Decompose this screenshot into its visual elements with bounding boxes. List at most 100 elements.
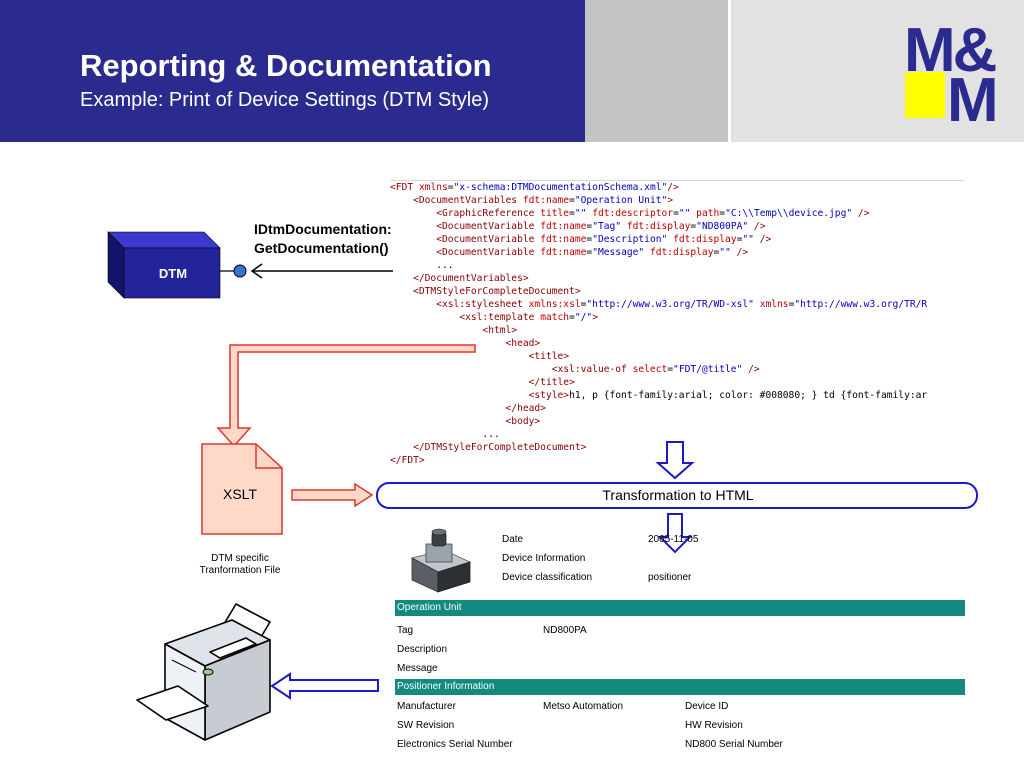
xslt-feed-arrow [216,344,476,448]
report-label-classification: Device classification [502,572,593,583]
code-token: fdt:display [673,234,737,245]
transformation-label: Transformation to HTML [602,487,754,503]
code-token: > [667,195,674,206]
code-token: <style> [528,390,570,401]
code-token [390,208,436,219]
report-label-device-id: Device ID [685,701,729,712]
code-token [390,221,436,232]
report-label-manufacturer: Manufacturer [397,701,456,712]
code-token [390,403,506,414]
code-token: fdt:name [540,247,587,258]
code-line: <FDT xmlns="x-schema:DTMDocumentationSch… [390,181,965,194]
device-photo [404,524,476,596]
code-line: </DocumentVariables> [390,272,965,285]
dtm-label: DTM [158,266,188,281]
report-value-tag: ND800PA [543,625,587,636]
code-token: = [569,195,575,206]
code-token: /> [852,208,870,219]
code-token: = [569,208,575,219]
code-token: <GraphicReference [436,208,541,219]
code-token: = [586,221,593,232]
report-label-electronics-serial: Electronics Serial Number [397,739,513,748]
code-token: "FDT/@title" [673,364,743,375]
header-logo-panel [730,0,1024,142]
xml-code-listing: <FDT xmlns="x-schema:DTMDocumentationSch… [390,180,965,471]
code-token: path [696,208,720,219]
down-arrow-upper [655,441,695,480]
code-line: </FDT> [390,454,965,467]
code-token [390,312,459,323]
report-clip: Electronics Serial Number ND800 Serial N… [390,736,990,748]
interface-line2: GetDocumentation() [254,240,389,256]
code-token: = [586,234,593,245]
xslt-label: XSLT [223,486,257,502]
code-token: <xsl:stylesheet [436,299,529,310]
code-token: = [586,247,593,258]
code-line: <head> [390,337,965,350]
code-token: xmlns:xsl [528,299,581,310]
code-token [390,390,529,401]
code-token: "" [719,247,731,258]
code-line: </head> [390,402,965,415]
code-line: <DTMStyleForCompleteDocument> [390,285,965,298]
code-line: </title> [390,376,965,389]
code-token: h1, p {font-family:arial; color: #008080… [569,390,928,401]
header-grey-panel [585,0,730,142]
code-token: </head> [505,403,546,414]
report-label-sw-revision: SW Revision [397,720,455,731]
code-token: xmlns [418,182,448,193]
interface-lollipop [233,264,247,278]
code-line: </DTMStyleForCompleteDocument> [390,441,965,454]
code-token [390,351,529,362]
printer-icon [136,603,271,741]
code-line: <html> [390,324,965,337]
header-divider [728,0,731,142]
code-token: "" [678,208,697,219]
code-token: "Description" [592,234,674,245]
code-token: select [632,364,668,375]
code-token: /> [753,234,772,245]
code-token: "x-schema:DTMDocumentationSchema.xml" [453,182,668,193]
xslt-caption: DTM specific Tranformation File [185,553,295,577]
code-line: <xsl:template match="/"> [390,311,965,324]
code-token: fdt:display [649,247,714,258]
xslt-to-transform-arrow [291,482,374,508]
code-token [390,364,552,375]
code-line: <xsl:value-of select="FDT/@title" /> [390,363,965,376]
code-token: <xsl:template [459,312,541,323]
page-title: Reporting & Documentation [80,48,492,83]
code-token: "http://www.w3.org/TR/R [794,299,928,310]
code-token: match [540,312,570,323]
code-token: "Message" [592,247,650,258]
code-token: <html> [482,325,518,336]
code-token: xmlns [759,299,789,310]
report-label-tag: Tag [397,625,414,636]
code-token: <DocumentVariable [436,247,541,258]
code-token: ... [390,260,454,271]
code-token: = [580,299,587,310]
dtm-box [107,231,221,299]
report-value-manufacturer: Metso Automation [543,701,624,712]
report-label-message: Message [397,663,438,674]
code-token: = [736,234,743,245]
code-line: <DocumentVariable fdt:name="Description"… [390,233,965,246]
code-line: ... [390,259,965,272]
code-token [390,338,506,349]
code-token [390,377,529,388]
code-token: = [788,299,795,310]
code-token: fdt:display [626,221,691,232]
code-token: "http://www.w3.org/TR/WD-xsl" [586,299,760,310]
code-line: <GraphicReference title="" fdt:descripto… [390,207,965,220]
logo-yellow-square [905,72,945,118]
code-token: <DocumentVariable [436,221,541,232]
code-token: /> [742,364,760,375]
device-photo-graphic [410,528,472,593]
code-token [390,416,506,427]
code-token [390,273,413,284]
company-logo: M& M [900,20,1005,132]
code-line: <title> [390,350,965,363]
xslt-caption-line1: DTM specific [211,553,269,564]
down-arrow-lower [657,513,693,554]
code-token: fdt:descriptor [592,208,674,219]
code-token: </FDT> [390,455,425,466]
